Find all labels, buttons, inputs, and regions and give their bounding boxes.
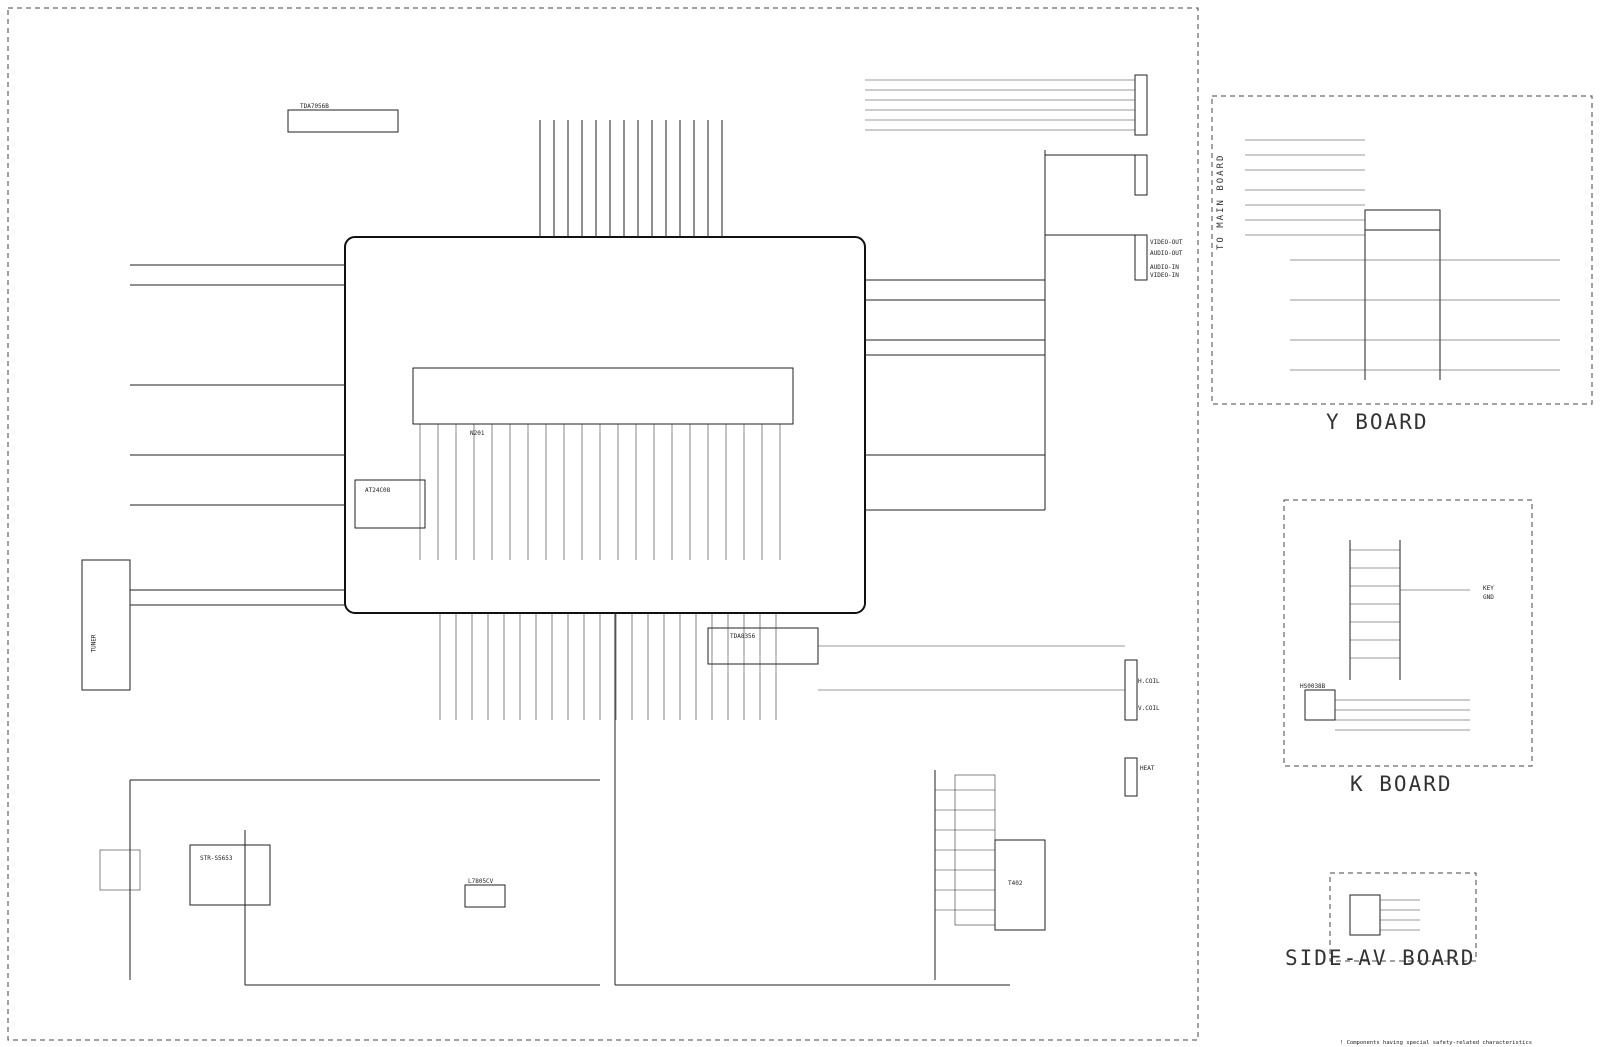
h-coil-label: H.COIL (1138, 678, 1160, 685)
side-av-jack (1349, 894, 1381, 936)
eeprom-label: AT24C08 (365, 487, 391, 494)
to-main-board-label: TO MAIN BOARD (1216, 153, 1226, 250)
side-av-border (1329, 872, 1477, 962)
video-in-label: VIDEO-IN (1150, 272, 1179, 279)
power-ic-label: STR-S5653 (200, 855, 233, 862)
gnd-label: GND (1483, 594, 1494, 601)
main-chip-pinrow (412, 367, 794, 425)
regulator-label: L7805CV (468, 878, 494, 885)
video-amp-label: TDA7056B (300, 103, 329, 110)
heat-label: HEAT (1140, 765, 1155, 772)
v-coil-label: V.COIL (1138, 705, 1160, 712)
safety-footnote: ! Components having special safety-relat… (1340, 1040, 1533, 1046)
ir-receiver-label: HS0038B (1300, 683, 1326, 690)
main-chip-label: N201 (470, 430, 485, 437)
video-out-label: VIDEO-OUT (1150, 239, 1183, 246)
vertical-ic-box (707, 627, 819, 665)
y-board-border (1211, 95, 1593, 405)
fbt-label: T402 (1008, 880, 1023, 887)
ir-receiver-box (1304, 689, 1336, 721)
k-board-title: K BOARD (1350, 772, 1453, 796)
switch-transformer (99, 849, 141, 891)
tuner-box (81, 559, 131, 691)
video-amp-box (287, 109, 399, 133)
coil-connector (1124, 659, 1138, 721)
audio-out-label: AUDIO-OUT (1150, 250, 1183, 257)
av-connector (1134, 154, 1148, 281)
y-board-socket (1364, 209, 1441, 231)
vertical-ic-label: TDA8356 (730, 633, 756, 640)
audio-in-label: AUDIO-IN (1150, 264, 1179, 271)
regulator-box (464, 884, 506, 908)
wiring (129, 79, 1560, 986)
key-label: KEY (1483, 585, 1494, 592)
tuner-label: TUNER (90, 634, 98, 653)
rgb-out-connector (1134, 74, 1148, 136)
k-board-border (1283, 499, 1533, 767)
y-board-title: Y BOARD (1326, 410, 1429, 434)
main-chip-outline (344, 236, 866, 614)
heater-connector (1124, 757, 1138, 797)
side-av-board-title: SIDE-AV BOARD (1285, 946, 1476, 970)
power-ic-box (189, 844, 271, 906)
eeprom-box (354, 479, 426, 529)
main-board-border (7, 7, 1199, 1041)
